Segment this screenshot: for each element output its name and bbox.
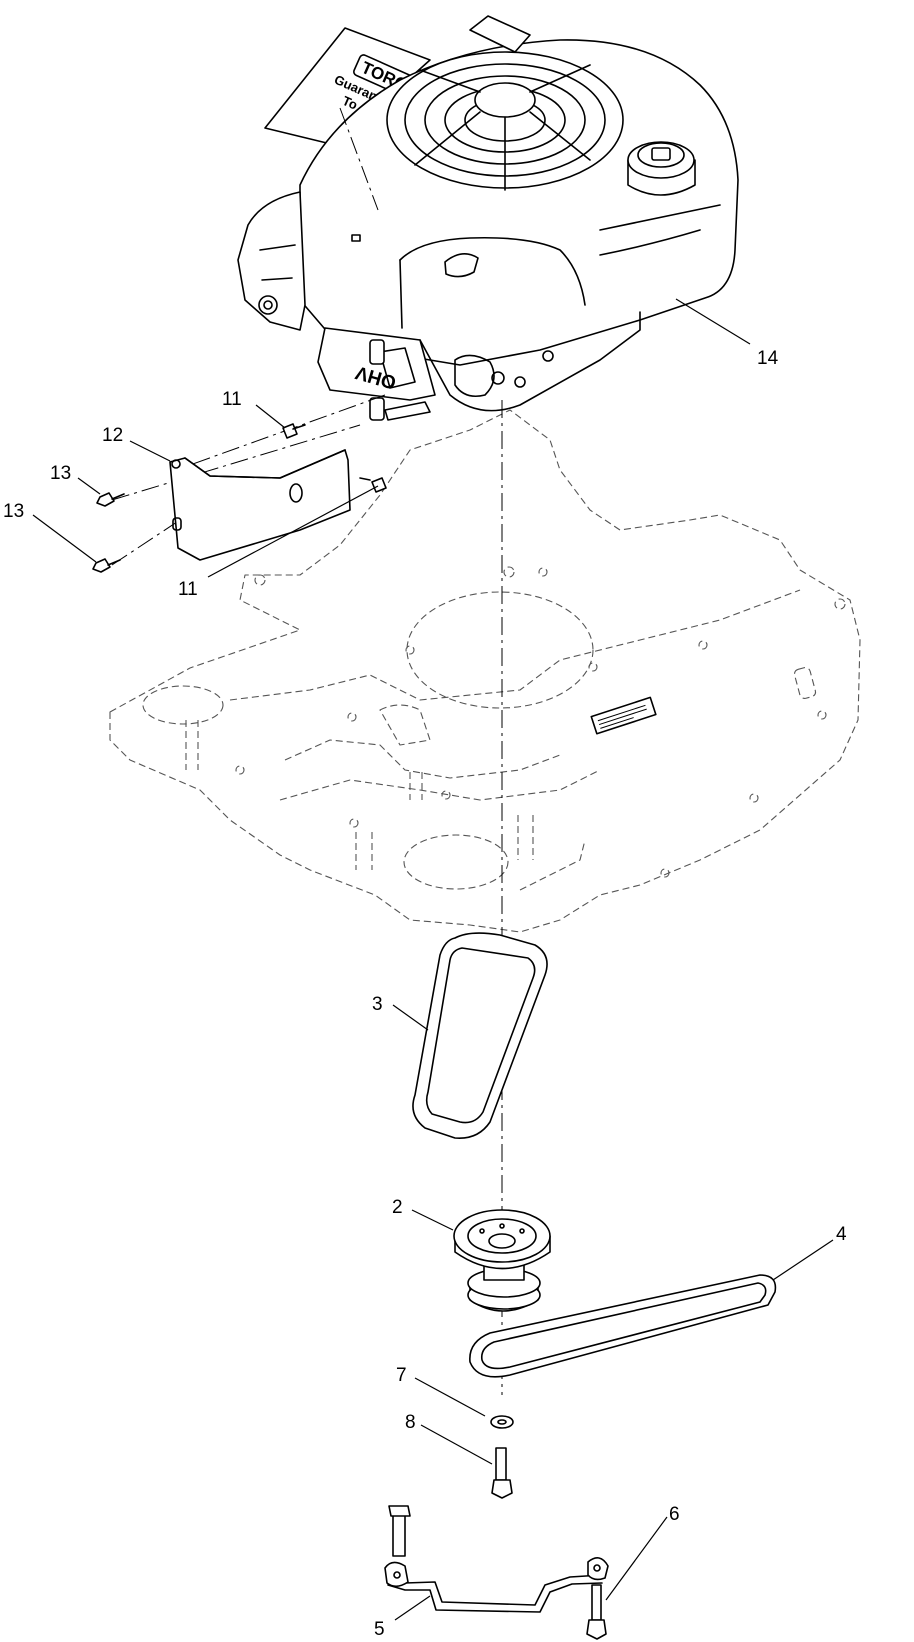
callout-8: 8 <box>405 1412 416 1433</box>
callout-6: 6 <box>669 1504 680 1525</box>
bolt-11-upper <box>282 423 306 439</box>
belt-4 <box>469 1274 777 1378</box>
bolt-8 <box>491 1447 513 1499</box>
mower-deck-phantom <box>109 409 861 933</box>
callout-13-lower: 13 <box>3 501 24 522</box>
bracket-centerline-upper <box>111 424 361 501</box>
callout-labels: 14 11 12 13 13 11 3 2 4 7 8 6 5 <box>3 348 847 1640</box>
bolt-11-lower <box>359 477 387 493</box>
callout-11-upper: 11 <box>222 389 242 410</box>
oil-fill-cap <box>627 141 696 196</box>
engine: TORO Guaranteed To Start OHV <box>237 15 739 421</box>
callout-2: 2 <box>392 1197 403 1218</box>
mounting-bracket <box>169 449 351 561</box>
callout-4: 4 <box>836 1224 847 1245</box>
bolt-13-lower <box>92 558 121 573</box>
bracket-5 <box>384 1505 609 1613</box>
callout-5: 5 <box>374 1619 385 1640</box>
callout-11-lower: 11 <box>178 579 198 600</box>
callout-14: 14 <box>757 348 779 369</box>
pulley-2 <box>453 1209 551 1312</box>
fan-grille <box>386 51 624 191</box>
bolt-13-upper <box>96 492 125 507</box>
callout-leaders <box>32 298 834 1621</box>
callout-7: 7 <box>396 1365 407 1386</box>
belt-3 <box>412 932 548 1139</box>
washer-7 <box>490 1415 514 1429</box>
callout-3: 3 <box>372 994 383 1015</box>
callout-13-upper: 13 <box>50 463 71 484</box>
bolt-6 <box>586 1584 607 1640</box>
callout-12: 12 <box>102 425 123 446</box>
bracket-centerline-lower <box>111 519 181 566</box>
decal-centerline <box>339 107 379 211</box>
